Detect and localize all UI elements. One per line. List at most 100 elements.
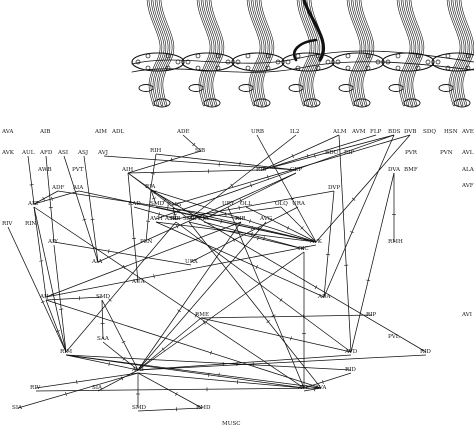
edge-tick: [202, 320, 206, 325]
neuron-label-hsn: HSN: [444, 129, 458, 135]
edge-saa-avb: [102, 341, 139, 371]
edge-ury-ave: [227, 206, 305, 389]
neuron-label-aua: AUA: [131, 279, 146, 285]
neuron-label-bmf: BMF: [404, 167, 418, 173]
edge-aiz-ave: [33, 206, 305, 389]
edge-bds-ris: [261, 134, 395, 171]
neuron-label-rin: RIN: [25, 221, 36, 227]
neuron-label-adf: ADF: [51, 185, 65, 191]
edge-ura-urx: [190, 206, 299, 263]
neuron-label-il2: IL2: [290, 129, 300, 135]
edge-tick: [163, 198, 167, 203]
edge-tick: [290, 197, 295, 201]
edge-aiy-rim: [53, 244, 67, 353]
neuron-label-ave: AVE: [297, 385, 310, 391]
neuron-label-pln: PLN: [140, 239, 152, 245]
neuron-label-oll: OLL: [240, 201, 252, 207]
edge-tick: [150, 173, 156, 175]
edge-ave-ava: [303, 387, 322, 392]
edge-tick: [42, 196, 45, 201]
neuron-label-saa: SAA: [97, 336, 110, 342]
edge-dvb-avk: [315, 134, 411, 243]
edge-tick: [314, 285, 318, 290]
muscle-label: MUSC: [222, 421, 241, 427]
neuron-label-rad: RAD: [128, 201, 141, 207]
neuron-label-avm: AVM: [351, 129, 366, 135]
edge-rme-avb: [137, 317, 202, 371]
neuron-label-avh: AVH: [149, 216, 163, 222]
neuron-label-smd2: SMD: [96, 294, 111, 300]
neuron-label-aim: AIM: [94, 129, 107, 135]
neuron-label-rir: RIR: [235, 216, 246, 222]
edge-ric-avb: [137, 251, 305, 371]
edge-tick: [108, 298, 112, 302]
neuron-label-rim: RIM: [60, 349, 72, 355]
nerve-ring-section: [281, 0, 335, 108]
edge-tick: [238, 205, 240, 210]
edge-tick: [350, 231, 354, 234]
edge-tick: [82, 218, 87, 221]
edge-tick: [153, 274, 155, 279]
neuron-label-rme: RME: [195, 312, 209, 318]
neuron-label-aiz: AIZ: [27, 201, 38, 207]
edge-smd-avk: [155, 206, 317, 243]
neuron-label-avd: AVD: [344, 349, 358, 355]
edge-tick: [56, 330, 60, 333]
edge-adf-aiz: [33, 190, 59, 205]
edge-avb-ave: [137, 372, 305, 389]
edge-rim-rid2: [65, 354, 352, 371]
neuron-label-avk_t: AVK: [1, 150, 15, 156]
edge-aih-ris: [127, 169, 263, 174]
edge-tick: [39, 260, 44, 262]
edge-avd-avb: [137, 354, 352, 371]
edge-tick: [266, 320, 270, 324]
edge-tick: [258, 226, 260, 231]
neuron-label-smd: SMD: [150, 201, 165, 207]
edge-tick: [230, 183, 234, 188]
edge-rih-cep: [155, 153, 297, 171]
nerve-ring-section: [331, 0, 385, 108]
edge-urx-aiy: [53, 241, 192, 266]
edge-bds-avh: [155, 134, 395, 220]
edge-tick: [194, 313, 198, 318]
edge-alm-ris: [261, 134, 340, 171]
neuron-label-aih: AIH: [121, 167, 133, 173]
neuron-label-rip: RIP: [366, 312, 376, 318]
edge-tick: [306, 154, 309, 158]
neuron-label-aiy: AIY: [47, 239, 58, 245]
edge-dva-avd: [350, 172, 395, 353]
edge-avj-cep: [103, 155, 297, 171]
edge-aul-aiz: [27, 155, 35, 205]
edge-aih-aua: [127, 172, 139, 283]
edge-tick: [239, 198, 242, 203]
edge-tick: [232, 238, 235, 242]
neuron-label-afd: AFD: [39, 150, 53, 156]
edge-tick: [90, 219, 95, 221]
edge-rib-avd: [175, 221, 352, 353]
edge-rid-avb: [137, 354, 427, 371]
neuron-label-rid2: RID: [345, 367, 356, 373]
neuron-label-avf: AVF: [461, 183, 474, 189]
neuron-label-ura: URA: [292, 201, 306, 207]
edge-riv-rim: [7, 226, 67, 353]
edge-smb-ric: [188, 221, 305, 250]
edge-rib-rim: [65, 221, 177, 353]
edge-tick: [51, 293, 56, 295]
edge-aij-ava: [45, 299, 322, 389]
edge-olq-smb: [188, 206, 282, 220]
edge-tick: [263, 236, 265, 241]
neuron-label-awb: AWB: [37, 167, 52, 173]
edge-avk-aij: [45, 244, 317, 298]
neuron-label-avl: AVL: [461, 150, 474, 156]
edge-rir-avb: [137, 221, 242, 371]
neuron-label-smd3: SMD: [132, 405, 147, 411]
edge-dvp-ada: [323, 190, 335, 298]
neuron-label-ris: RIS: [256, 167, 266, 173]
neuron-label-ala: ALA: [461, 167, 474, 173]
edge-tick: [108, 361, 110, 367]
edge-tick: [65, 391, 67, 397]
edge-avh-avk: [155, 221, 317, 243]
neuron-label-urb: URB: [251, 129, 264, 135]
edge-asj-aia2: [83, 155, 99, 263]
